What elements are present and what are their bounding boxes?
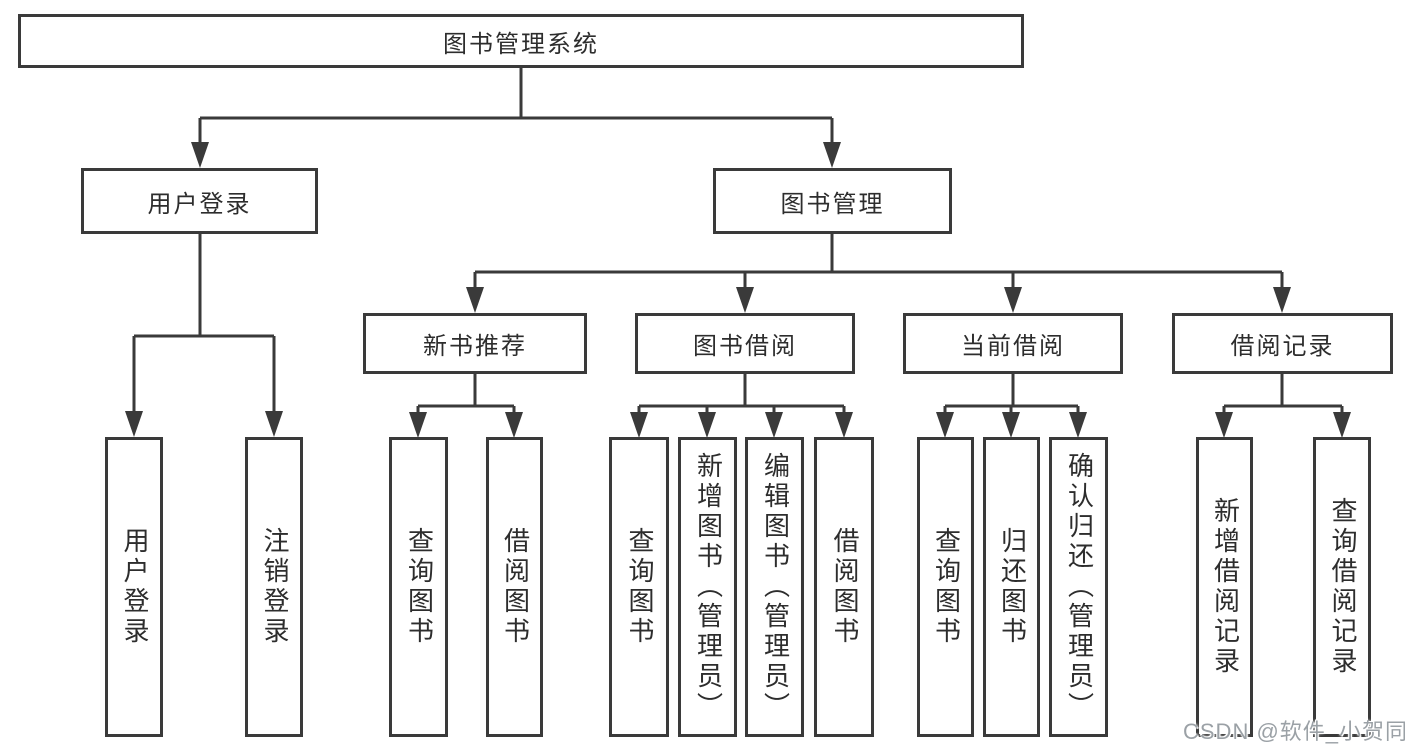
node-current-borrow-label: 当前借阅: [961, 333, 1065, 360]
leaf-rec-query-books-label: 查询图书: [404, 527, 435, 647]
leaf-edit-books-admin-label: 编辑图书（管理员）: [760, 452, 791, 722]
leaf-add-books-admin-label: 新增图书（管理员）: [693, 452, 724, 722]
leaf-query-borrow-record-label: 查询借阅记录: [1327, 497, 1358, 677]
connector-book-borrow-children: [630, 374, 853, 438]
leaf-add-books-admin: 新增图书（管理员）: [678, 437, 737, 737]
leaf-current-query-books: 查询图书: [917, 437, 974, 737]
leaf-rec-borrow-books-label: 借阅图书: [500, 527, 531, 647]
leaf-logout-label: 注销登录: [259, 527, 290, 647]
node-book-borrow: 图书借阅: [635, 313, 855, 374]
node-root-label: 图书管理系统: [443, 30, 599, 58]
leaf-edit-books-admin: 编辑图书（管理员）: [745, 437, 804, 737]
leaf-confirm-return-admin-label: 确认归还（管理员）: [1064, 452, 1095, 722]
node-book-mgmt: 图书管理: [713, 168, 952, 234]
leaf-confirm-return-admin: 确认归还（管理员）: [1049, 437, 1108, 737]
node-user-login: 用户登录: [81, 168, 318, 234]
node-current-borrow: 当前借阅: [903, 313, 1123, 374]
connector-root-to-level2: [191, 67, 841, 168]
leaf-logout: 注销登录: [245, 437, 303, 737]
node-borrow-record-label: 借阅记录: [1230, 333, 1335, 360]
leaf-borrow-books-label: 借阅图书: [829, 527, 860, 647]
leaf-user-login: 用户登录: [105, 437, 163, 737]
node-user-login-label: 用户登录: [147, 190, 252, 218]
node-root: 图书管理系统: [18, 14, 1024, 68]
leaf-current-query-books-label: 查询图书: [931, 527, 962, 647]
leaf-add-borrow-record-label: 新增借阅记录: [1210, 497, 1241, 677]
leaf-borrow-query-books: 查询图书: [609, 437, 669, 737]
node-new-book-rec-label: 新书推荐: [423, 333, 527, 360]
node-book-borrow-label: 图书借阅: [693, 333, 797, 360]
leaf-return-books: 归还图书: [983, 437, 1040, 737]
node-book-mgmt-label: 图书管理: [780, 190, 885, 218]
node-borrow-record: 借阅记录: [1172, 313, 1393, 374]
connector-book-mgmt-to-level3: [466, 234, 1291, 313]
leaf-return-books-label: 归还图书: [997, 527, 1028, 647]
node-new-book-rec: 新书推荐: [363, 313, 587, 374]
leaf-add-borrow-record: 新增借阅记录: [1196, 437, 1253, 737]
connector-new-book-rec-children: [409, 374, 523, 438]
leaf-rec-query-books: 查询图书: [389, 437, 448, 737]
connector-borrow-record-children: [1215, 374, 1351, 438]
leaf-rec-borrow-books: 借阅图书: [486, 437, 543, 737]
leaf-borrow-query-books-label: 查询图书: [624, 527, 655, 647]
connector-user-login-children: [125, 234, 283, 437]
leaf-borrow-books: 借阅图书: [814, 437, 874, 737]
connector-current-borrow-children: [936, 374, 1087, 438]
leaf-query-borrow-record: 查询借阅记录: [1313, 437, 1371, 737]
leaf-user-login-label: 用户登录: [119, 527, 150, 647]
watermark: CSDN @软件_小贺同学: [1183, 719, 1405, 744]
